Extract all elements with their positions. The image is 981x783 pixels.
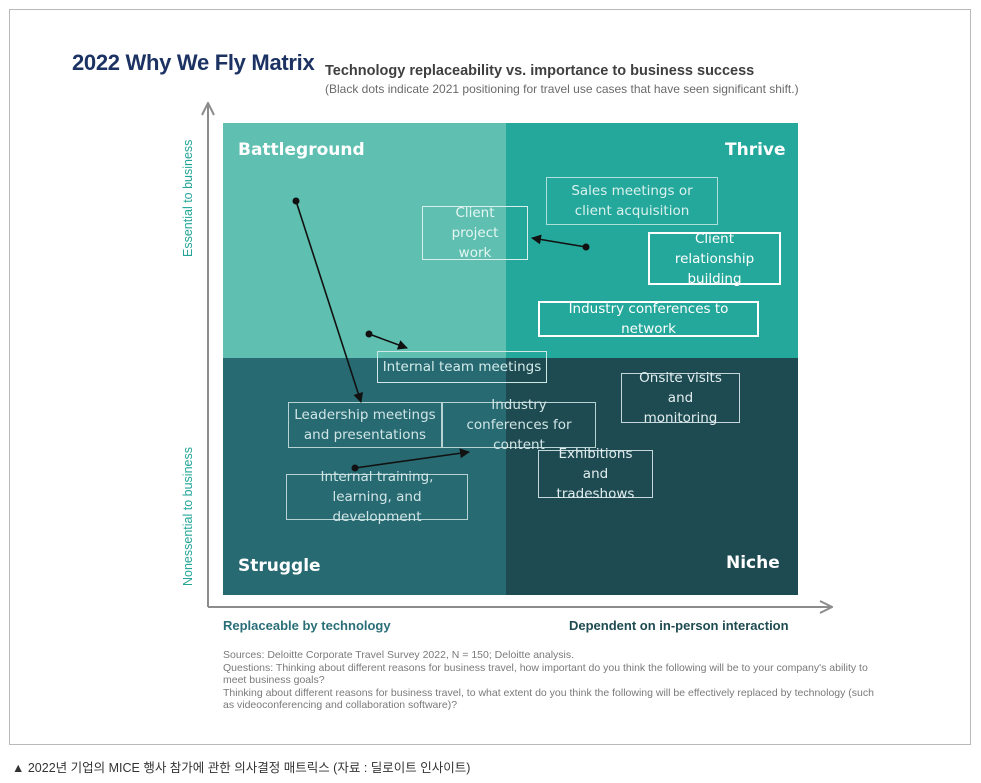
quadrant-label-niche: Niche [726,553,780,573]
quadrant-label-battleground: Battleground [238,140,365,160]
quadrant-struggle [223,358,506,595]
quadrant-battleground [223,123,506,358]
shift-arrow-leadership [292,197,363,403]
x-axis-label-right: Dependent on in-person interaction [569,618,789,633]
questions-line: Questions: Thinking about different reas… [223,661,871,687]
shift-arrow-internal-team [365,330,408,350]
use-case-client-project-work: Client project work [422,205,528,261]
matrix-subnote: (Black dots indicate 2021 positioning fo… [325,82,799,96]
use-case-sales-meetings: Sales meetings or client acquisition [546,177,718,225]
shift-arrow-internal-training [351,448,470,472]
figure-frame [9,9,971,745]
use-case-leadership-meetings: Leadership meetings and presentations [288,402,442,448]
x-axis-label-left: Replaceable by technology [223,618,391,633]
quadrant-label-thrive: Thrive [725,140,786,160]
use-case-client-relationship: Client relationship building [648,231,781,287]
use-case-onsite-visits: Onsite visits and monitoring [621,370,740,426]
y-axis-label-top: Essential to business [181,139,195,257]
shift-arrow-client-project [531,234,590,251]
quadrant-thrive [506,123,798,358]
y-axis-label-bottom: Nonessential to business [181,447,195,586]
matrix-title: 2022 Why We Fly Matrix [72,50,315,75]
use-case-internal-team-meetings: Internal team meetings [377,351,547,383]
questions-line-2: Thinking about different reasons for bus… [223,686,877,712]
sources-note: Sources: Deloitte Corporate Travel Surve… [223,649,883,712]
sources-line: Sources: Deloitte Corporate Travel Surve… [223,649,575,661]
use-case-industry-conf-network: Industry conferences to network [538,301,759,337]
quadrant-label-struggle: Struggle [238,556,321,576]
matrix-subtitle: Technology replaceability vs. importance… [325,63,755,79]
figure-caption: ▲ 2022년 기업의 MICE 행사 참가에 관한 의사결정 매트릭스 (자료… [12,761,471,775]
